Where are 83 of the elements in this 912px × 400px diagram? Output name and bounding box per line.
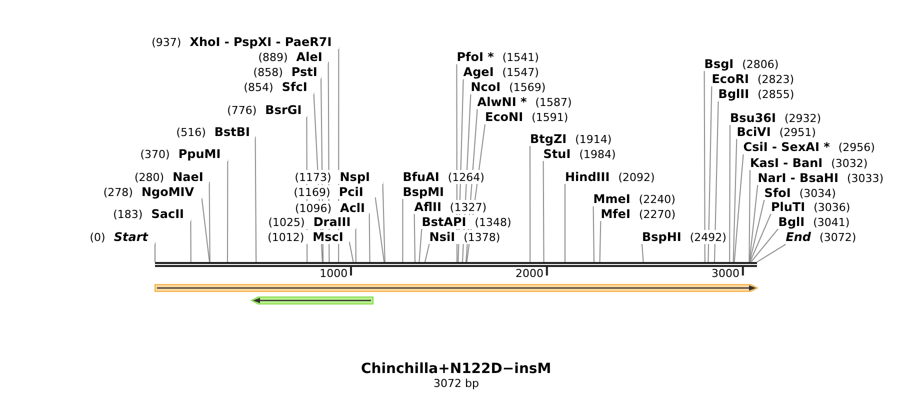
site-label: BtgZI (1914) (529, 132, 612, 146)
site-label: (937) XhoI - PspXI - PaeR7I (152, 35, 339, 49)
leader-line (254, 136, 257, 262)
site-label: PluTI (3036) (770, 200, 850, 214)
leader-line (599, 220, 602, 262)
site-label: Bsu36I (2932) (729, 110, 822, 125)
map-title: Chinchilla+N122D−insM (361, 361, 552, 377)
site-label: BstAPI (1348) (420, 214, 512, 229)
leader-line (749, 199, 765, 262)
leader-line (190, 218, 192, 262)
leader-line (530, 146, 531, 262)
site-label: BspHI (2492) (641, 230, 726, 244)
site-label: (1169) PciI (294, 185, 376, 200)
leader-line (732, 138, 738, 262)
leader-line (368, 212, 370, 262)
site-label: (1096) AclI (294, 201, 370, 216)
site-label: NarI - BsaHI (3033) (756, 170, 884, 185)
leader-line (382, 181, 386, 262)
site-label: (280) NaeI (134, 170, 210, 184)
site-label: EcoNI (1591) (484, 110, 568, 124)
site-label: (1025) DraIII (268, 215, 356, 230)
site-label: AflII (1327) (413, 200, 486, 214)
site-label: NsiI (1378) (428, 230, 500, 244)
site-label: (776) BsrGI (227, 103, 307, 117)
site-label: KasI - BanI (3032) (749, 156, 868, 170)
site-label: (278) NgoMIV (103, 185, 202, 200)
site-label: (854) SfcI (244, 80, 314, 94)
leader-line (374, 196, 385, 262)
leader-line (750, 213, 772, 262)
leader-line (748, 184, 758, 262)
leader-line (756, 244, 786, 262)
leader-line (418, 228, 422, 262)
site-label: BfuAI (1264) (402, 170, 484, 184)
site-label: EcoRI (2823) (710, 72, 794, 86)
site-label: End (3072) (784, 230, 856, 244)
site-label: StuI (1984) (542, 147, 616, 161)
site-label: BspMI (402, 184, 444, 199)
leader-line (729, 124, 730, 262)
leader-line (734, 154, 744, 262)
leader-line (704, 70, 706, 262)
leader-line (714, 100, 719, 262)
site-label: (183) SacII (113, 207, 191, 221)
leader-line (227, 158, 228, 262)
ruler-number: 2000 (516, 267, 544, 281)
site-label: (889) AleI (258, 50, 328, 64)
site-label: AgeI (1547) (462, 65, 539, 80)
site-label: (858) PstI (253, 65, 321, 80)
sequence-backbone (155, 262, 757, 267)
leader-line (154, 242, 156, 262)
site-label: BglII (2855) (717, 87, 794, 102)
site-label: (1173) NspI (294, 170, 383, 184)
leader-line (748, 169, 750, 262)
sequence-length: 3072 bp (434, 377, 479, 391)
ruler-number: 1000 (320, 267, 348, 281)
site-label: BsgI (2806) (703, 57, 779, 71)
site-label: (0) Start (90, 230, 155, 244)
leader-line (592, 206, 594, 262)
site-label: BglI (3041) (777, 214, 850, 229)
site-label: MmeI (2240) (592, 192, 676, 206)
site-label: SfoI (3034) (763, 186, 836, 200)
leader-line (642, 244, 644, 262)
leader-line (355, 226, 356, 262)
site-label: AlwNI * (1587) (476, 95, 572, 110)
leader-line (208, 181, 210, 262)
leader-line (201, 196, 210, 262)
site-label: BciVI (2951) (736, 124, 816, 139)
site-label: (516) BstBI (176, 124, 256, 139)
leader-line (414, 213, 416, 262)
ruler-number: 3000 (712, 267, 740, 281)
leader-line (542, 160, 544, 262)
leader-line (750, 228, 779, 262)
site-label: MfeI (2270) (600, 207, 676, 221)
leader-line (424, 243, 430, 262)
site-label: HindIII (2092) (564, 170, 655, 184)
site-label: (370) PpuMI (140, 147, 228, 162)
leader-line (348, 241, 354, 262)
leader-line (402, 198, 404, 262)
site-label: (1012) MscI (268, 230, 350, 244)
leader-line (708, 86, 712, 262)
site-label: PfoI * (1541) (456, 50, 539, 64)
site-label: CsiI - SexAI * (2956) (742, 140, 875, 154)
leader-line (564, 183, 566, 262)
site-label: NcoI (1569) (470, 80, 546, 94)
